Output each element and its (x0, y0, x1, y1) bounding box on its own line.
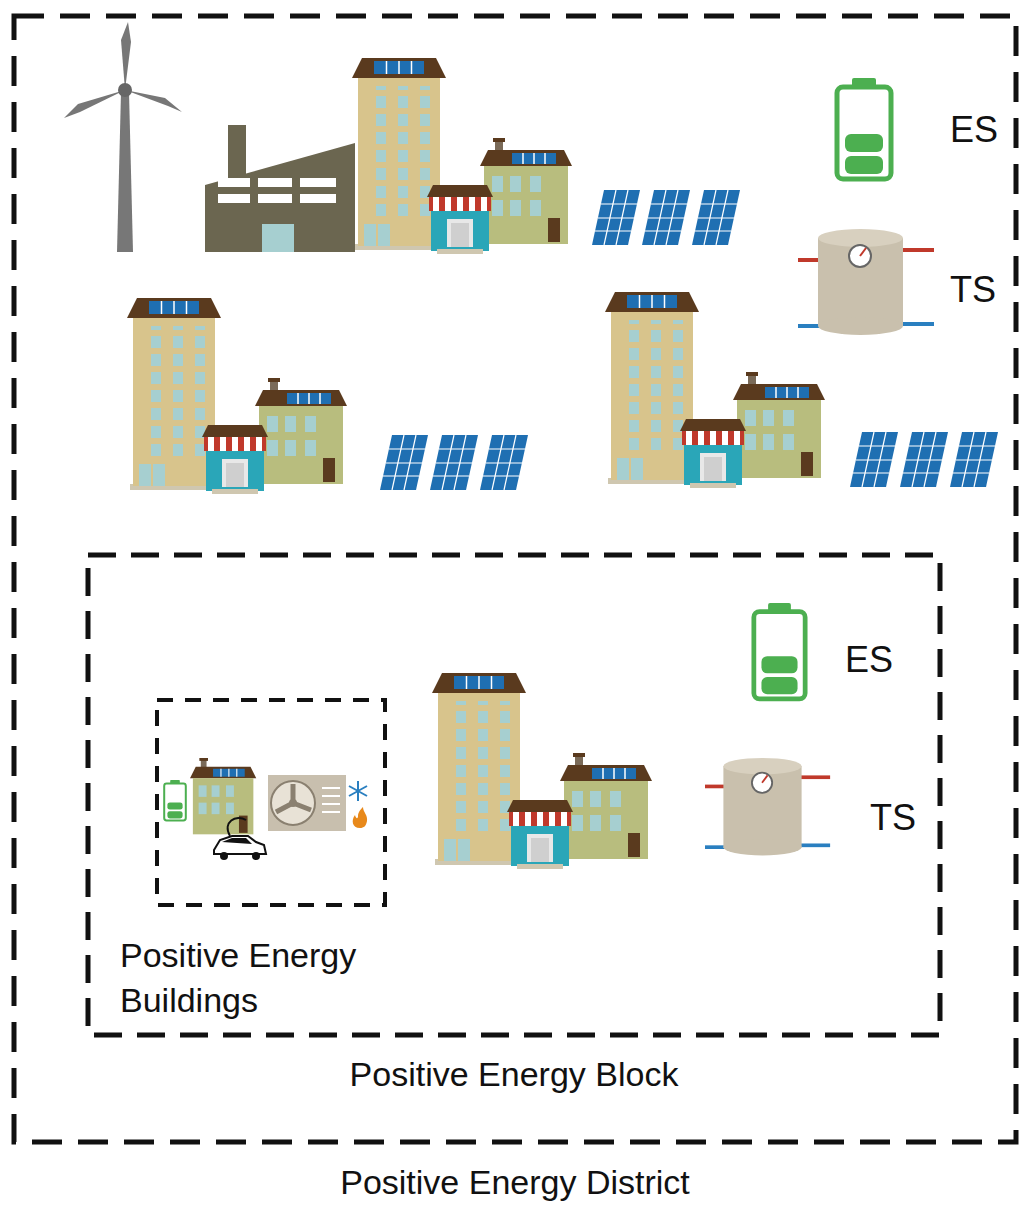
storage-label: ES (845, 640, 893, 680)
factory (205, 143, 355, 252)
building-equipment (271, 781, 315, 825)
region-outline (118, 695, 418, 1025)
building-equipment (228, 818, 246, 836)
wind-turbine (64, 22, 182, 252)
building-cluster (605, 292, 825, 488)
solar-array (592, 190, 740, 245)
building-equipment (322, 811, 340, 813)
thermal-tank (705, 758, 830, 856)
building-cluster (352, 58, 572, 254)
building-equipment (349, 786, 367, 796)
factory (218, 194, 250, 203)
building-equipment (289, 799, 297, 807)
building-equipment (349, 781, 367, 801)
building-equipment (322, 788, 340, 812)
building-equipment (268, 775, 346, 831)
dashed-border (14, 16, 1016, 1142)
building-equipment (349, 786, 367, 796)
dashed-border (157, 700, 385, 905)
building-equipment (322, 795, 340, 797)
wind-turbine (64, 90, 125, 118)
factory (218, 178, 250, 187)
factory (205, 125, 355, 252)
solar-array (380, 435, 528, 490)
storage-label: TS (870, 798, 916, 838)
wind-turbine (117, 92, 133, 252)
building-equipment (222, 838, 252, 844)
factory (300, 194, 336, 203)
region-label: Positive Energy Buildings (120, 933, 410, 1023)
region-label: Positive Energy District (0, 1160, 1030, 1205)
storage-label: TS (950, 270, 996, 310)
building-equipment (322, 787, 340, 789)
storage-label: ES (950, 110, 998, 150)
dashed-border (88, 555, 940, 1035)
wind-turbine (118, 83, 132, 97)
building-equipment (190, 758, 256, 834)
building-cluster (127, 298, 347, 494)
thermal-tank (798, 229, 934, 335)
dashed-region: Positive Energy Buildings (118, 695, 418, 1025)
building-equipment (252, 852, 260, 860)
battery-icon (837, 78, 891, 179)
factory (262, 224, 294, 252)
building-cluster (432, 673, 652, 869)
dashed-region: Positive Energy Block Positive Energy Bui… (88, 555, 940, 1100)
region-label: Positive Energy Block (88, 1052, 940, 1097)
battery-icon (754, 603, 805, 699)
building-equipment (220, 852, 228, 860)
factory (258, 178, 292, 187)
building-equipment (164, 780, 186, 820)
solar-array (850, 432, 998, 487)
building-equipment (214, 836, 266, 854)
building-equipment (322, 803, 340, 805)
factory (300, 178, 336, 187)
building-equipment (353, 807, 367, 828)
factory (258, 194, 292, 203)
building-equipment (164, 758, 367, 860)
wind-turbine (121, 22, 131, 90)
wind-turbine (125, 90, 182, 112)
building-equipment (276, 784, 311, 812)
